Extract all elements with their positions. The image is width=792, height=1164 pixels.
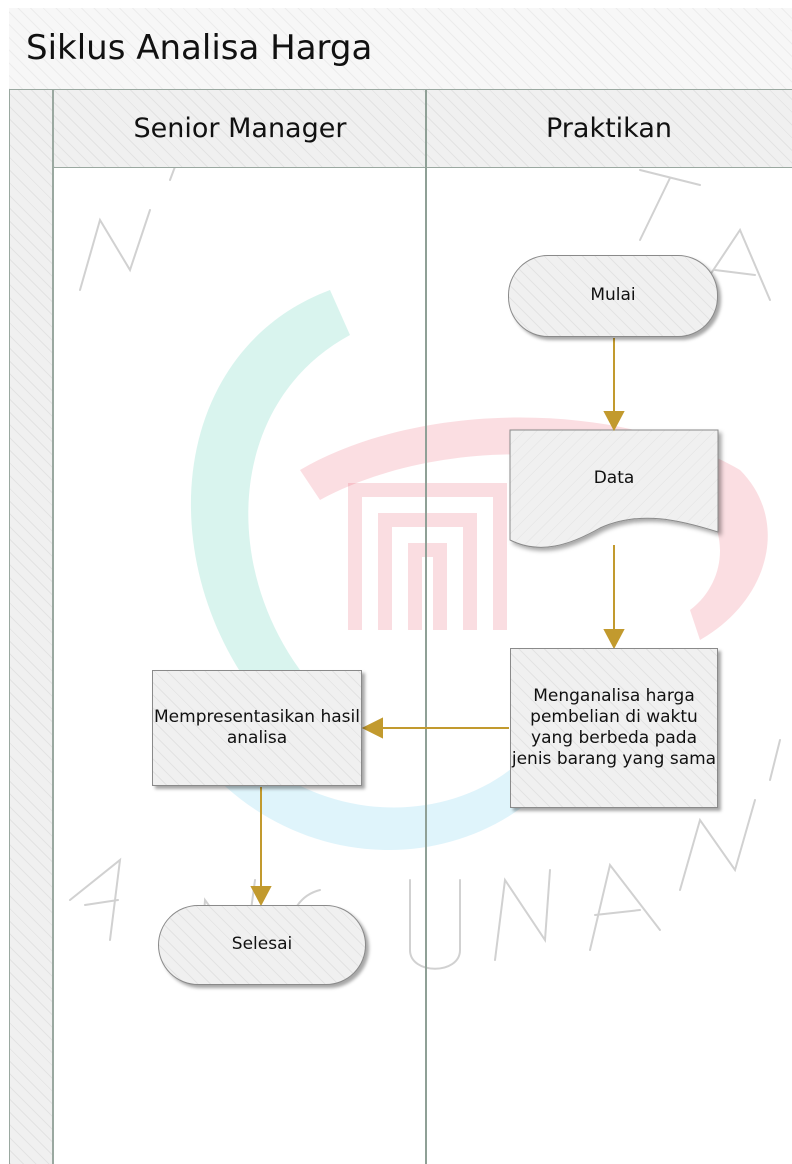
lane-divider	[425, 90, 427, 1164]
diagram-title: Siklus Analisa Harga	[26, 28, 373, 68]
watermark-letter-n4-bottom	[769, 739, 781, 781]
watermark-letter-n2-bottom	[494, 869, 551, 961]
watermark-letter-a-right	[699, 227, 771, 301]
data-label-container: Data	[510, 430, 718, 526]
end-label: Selesai	[231, 934, 293, 955]
watermark-letter-n-top	[79, 209, 151, 291]
present-process: Mempresentasikan hasil analisa	[152, 670, 362, 786]
watermark-letter-a-bottom	[69, 857, 122, 941]
analyze-process: Menganalisa harga pembelian di waktu yan…	[510, 648, 718, 808]
start-terminator: Mulai	[508, 255, 718, 337]
watermark-logo	[348, 483, 507, 630]
end-terminator: Selesai	[158, 905, 366, 985]
arrowhead-data-to-analyze	[603, 629, 625, 650]
watermark-letter-a2-bottom	[589, 862, 661, 951]
watermark-letter-u-bottom	[409, 879, 461, 970]
arrowhead-start-to-data	[603, 411, 625, 432]
data-document-shape	[509, 429, 719, 548]
watermark-blue-arc	[200, 740, 570, 850]
lane-header-praktikan: Praktikan	[426, 90, 792, 168]
pool-title-bar: Siklus Analisa Harga	[9, 8, 792, 90]
present-label: Mempresentasikan hasil analisa	[154, 706, 360, 748]
start-label: Mulai	[590, 285, 636, 306]
pool-left-strip	[10, 90, 54, 1164]
lane-header-senior-manager: Senior Manager	[54, 90, 426, 168]
arrowhead-present-to-end	[250, 886, 272, 907]
lane-label-praktikan: Praktikan	[546, 113, 672, 144]
watermark-letter-n3-bottom	[679, 799, 756, 891]
watermark-letter-t-right	[639, 169, 701, 241]
data-label: Data	[593, 468, 635, 488]
watermark-teal-arc	[190, 290, 350, 700]
lane-label-senior-manager: Senior Manager	[133, 113, 347, 144]
arrowhead-analyze-to-present	[361, 717, 383, 739]
analyze-label: Menganalisa harga pembelian di waktu yan…	[511, 685, 717, 770]
